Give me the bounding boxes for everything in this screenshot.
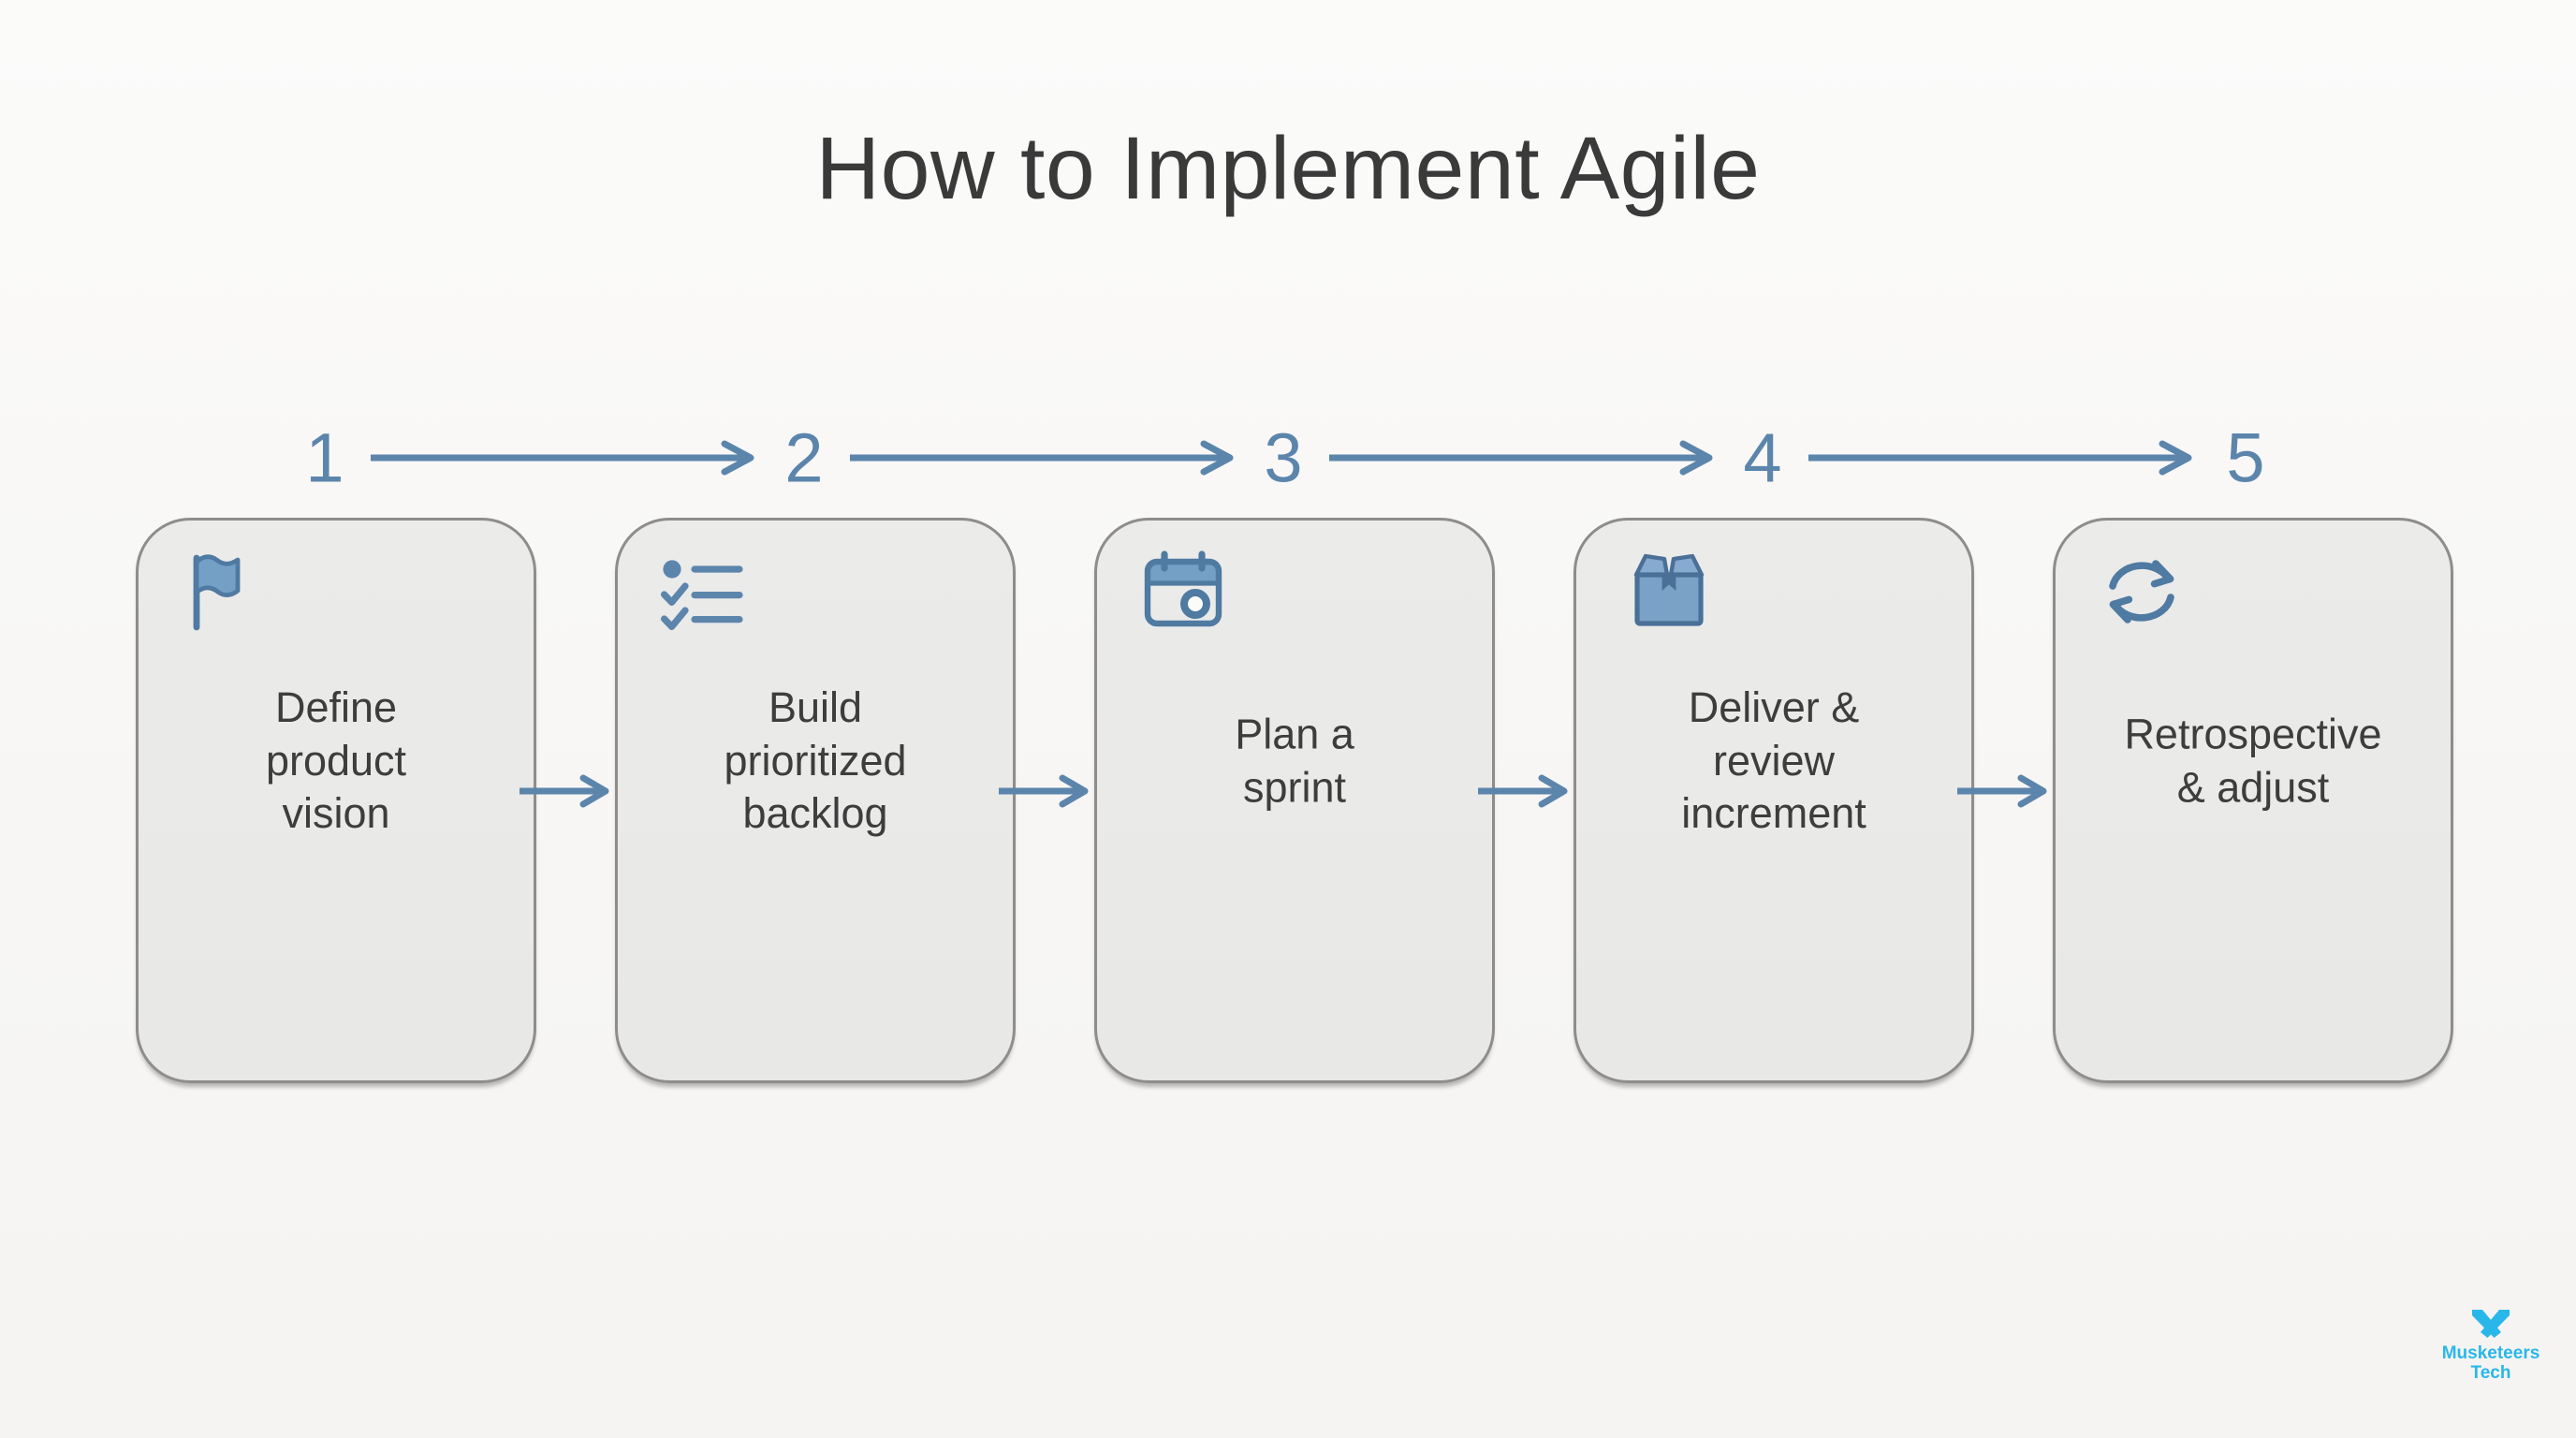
step-label: Define product vision [265, 682, 407, 838]
brand-name-line1: Musketeers [2441, 1343, 2540, 1363]
checklist-icon [661, 560, 743, 630]
brand-logo: Musketeers Tech [2425, 1309, 2556, 1384]
calendar-icon [1144, 550, 1222, 627]
cycle-icon [2109, 560, 2174, 624]
flow-arrow-3-4-icon [1329, 440, 1713, 476]
step-label: Deliver & review increment [1681, 682, 1866, 838]
step-label: Build prioritized backlog [724, 682, 907, 838]
flow-arrow-1-2-icon [371, 440, 754, 476]
step-number-1: 1 [305, 418, 344, 497]
step-card-deliver-review: Deliver & review increment [1573, 518, 1974, 1083]
step-card-define-vision: Define product vision [136, 518, 536, 1083]
musketeers-m-icon [2472, 1310, 2510, 1338]
brand-name: Musketeers Tech [2441, 1343, 2540, 1384]
card-arrow-3-4-icon [1478, 774, 1568, 808]
package-icon [1633, 553, 1705, 626]
step-label: Plan a sprint [1235, 710, 1354, 811]
flow-arrow-4-5-icon [1808, 440, 2192, 476]
card-arrow-1-2-icon [520, 774, 609, 808]
step-number-5: 5 [2226, 418, 2265, 497]
step-number-3: 3 [1264, 418, 1303, 497]
flag-icon [193, 554, 241, 631]
brand-name-line2: Tech [2470, 1362, 2511, 1383]
step-number-4: 4 [1743, 418, 1782, 497]
step-card-retrospective: Retrospective & adjust [2053, 518, 2453, 1083]
flow-arrow-2-3-icon [850, 440, 1234, 476]
step-label: Retrospective & adjust [2124, 710, 2382, 811]
step-card-build-backlog: Build prioritized backlog [615, 518, 1016, 1083]
step-number-2: 2 [784, 418, 824, 497]
page-title: How to Implement Agile [815, 119, 1761, 218]
card-arrow-2-3-icon [999, 774, 1089, 808]
step-card-plan-sprint: Plan a sprint [1094, 518, 1495, 1083]
card-arrow-4-5-icon [1957, 774, 2047, 808]
